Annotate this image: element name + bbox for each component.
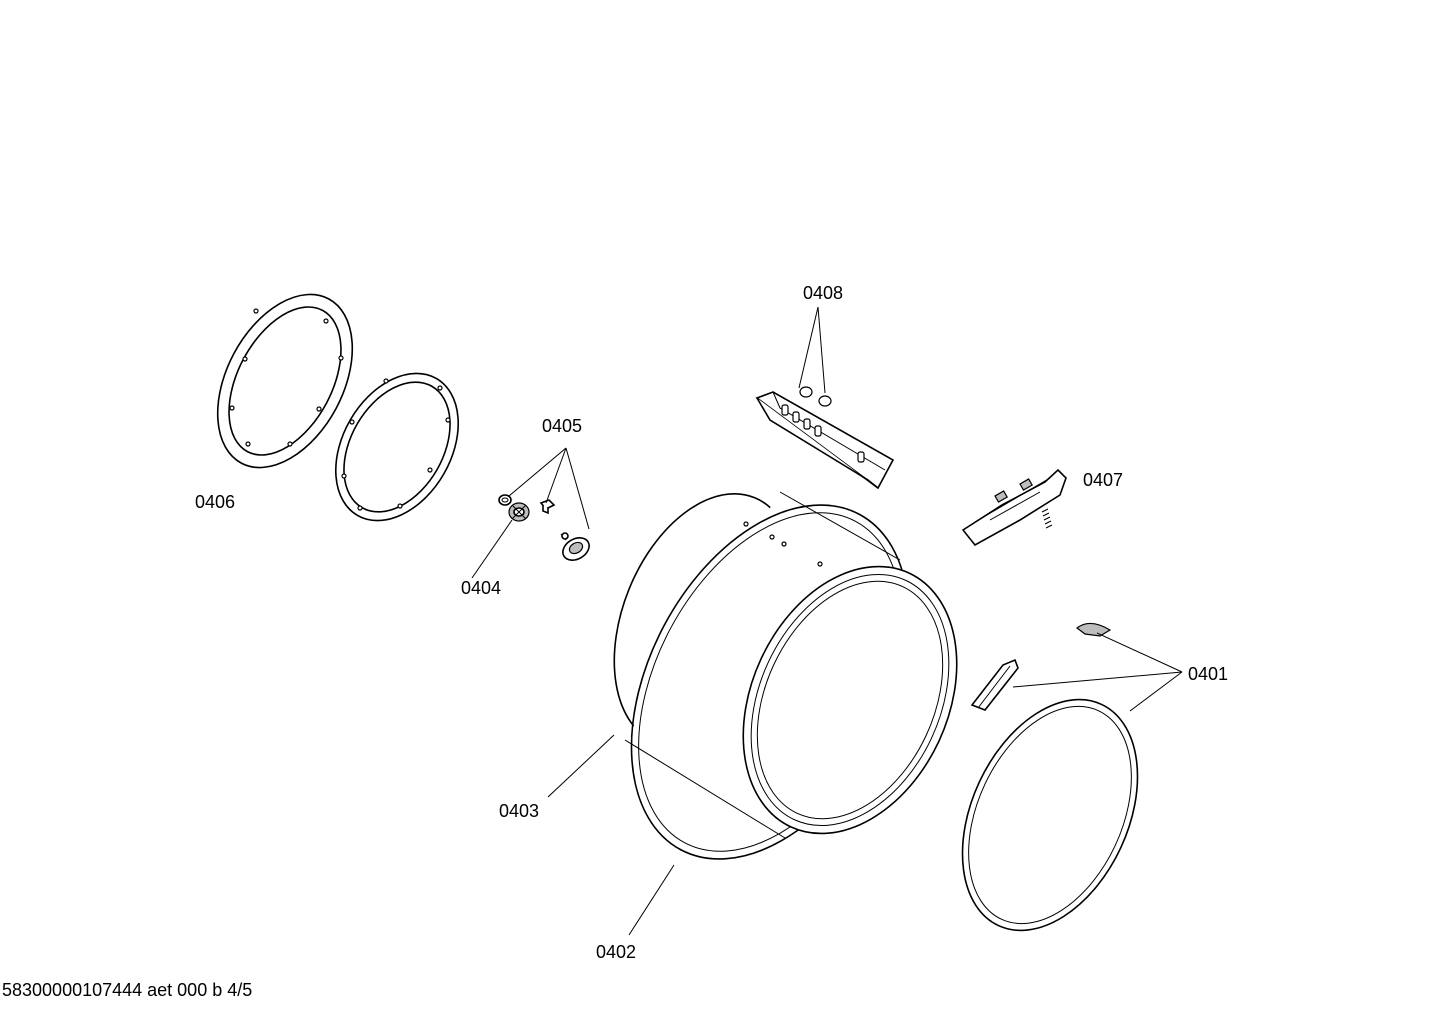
label-0403: 0403 bbox=[499, 801, 539, 821]
label-0407: 0407 bbox=[1083, 470, 1123, 490]
part-0401-front-seal-set[interactable] bbox=[928, 622, 1173, 958]
part-0407-latch-bracket[interactable] bbox=[961, 468, 1067, 547]
drum-slider-small bbox=[1076, 622, 1112, 637]
label-0404: 0404 bbox=[461, 578, 501, 598]
gasket-ring-outer-left bbox=[216, 293, 354, 469]
front-seal-ring bbox=[961, 698, 1139, 932]
small-screw bbox=[539, 499, 556, 515]
drawing-footer-id: 58300000107444 aet 000 b 4/5 bbox=[2, 980, 253, 1000]
gasket-ring-inner-left bbox=[334, 372, 460, 522]
part-0406-gasket-rings[interactable] bbox=[190, 272, 483, 543]
part-0404-gear-wheel[interactable] bbox=[508, 502, 530, 522]
label-0402: 0402 bbox=[596, 942, 636, 962]
label-0401: 0401 bbox=[1188, 664, 1228, 684]
small-nut bbox=[498, 494, 512, 506]
part-0408-trough-housing[interactable] bbox=[755, 386, 895, 490]
latch-spring bbox=[1041, 508, 1053, 529]
drum-slider-large bbox=[970, 658, 1019, 711]
label-0406: 0406 bbox=[195, 492, 235, 512]
part-0405-fasteners[interactable] bbox=[498, 494, 593, 565]
leader-lines bbox=[471, 306, 1183, 936]
label-0405: 0405 bbox=[542, 416, 582, 436]
pulley-wheel bbox=[560, 532, 590, 561]
label-0408: 0408 bbox=[803, 283, 843, 303]
drum-front-rim bbox=[742, 565, 958, 835]
